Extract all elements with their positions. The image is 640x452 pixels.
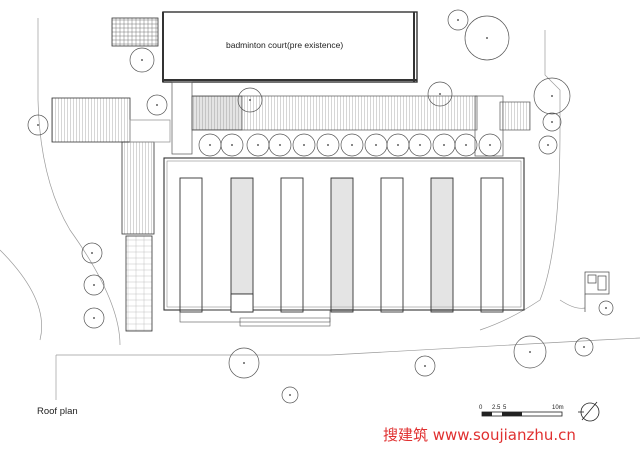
row-tree-10 [408,133,432,157]
east-utility-structure [584,271,610,312]
site-tree-18 [574,337,594,357]
roof-strip-7 [480,177,504,313]
row-tree-12 [454,133,478,157]
west-wing [51,97,171,332]
site-tree-11-center [91,252,93,254]
roof-strip-3 [280,177,304,313]
site-tree-17-center [529,351,531,353]
site-tree-1 [447,9,469,31]
row-tree-8-center [375,144,377,146]
site-tree-14 [228,347,260,379]
row-tree-9-center [397,144,399,146]
row-tree-7 [340,133,364,157]
site-tree-6 [237,87,263,113]
site-tree-15 [281,386,299,404]
corridor-roofs [171,81,531,157]
site-tree-3-center [141,59,143,61]
row-tree-4 [268,133,292,157]
row-tree-3-center [257,144,259,146]
site-tree-18-center [583,346,585,348]
site-tree-2 [464,15,510,61]
row-tree-2 [220,133,244,157]
site-tree-3 [129,47,155,73]
row-tree-6 [316,133,340,157]
row-tree-2-center [231,144,233,146]
badminton-court [111,11,418,83]
roof-strip-1 [179,177,203,313]
site-tree-15-center [289,394,291,396]
roof-strips [179,177,504,313]
site-boundary [0,18,640,400]
site-tree-10 [27,114,49,136]
site-tree-11 [81,242,103,264]
site-tree-5 [533,77,571,115]
site-tree-9-center [547,144,549,146]
roof-strip-5 [380,177,404,313]
site-tree-17 [513,335,547,369]
site-tree-19 [598,300,614,316]
drawing-title: Roof plan [37,406,78,417]
site-tree-9 [538,135,558,155]
site-tree-16-center [424,365,426,367]
row-tree-13 [478,133,502,157]
site-tree-2-center [486,37,488,39]
site-tree-14-center [243,362,245,364]
site-tree-13 [83,307,105,329]
roof-strip-2 [230,177,254,313]
site-tree-8 [542,112,562,132]
tree-row [198,133,502,157]
row-tree-4-center [279,144,281,146]
site-tree-16 [414,355,436,377]
row-tree-7-center [351,144,353,146]
site-tree-6-center [249,99,251,101]
site-trees [27,9,614,404]
site-tree-13-center [93,317,95,319]
site-tree-4 [427,81,453,107]
scale-tick-5: 5 [503,405,507,411]
roof-strip-4 [330,177,354,313]
site-tree-5-center [551,95,553,97]
watermark: 搜建筑 www.soujianzhu.cn [383,426,576,444]
row-tree-5-center [303,144,305,146]
row-tree-13-center [489,144,491,146]
site-tree-10-center [37,124,39,126]
row-tree-12-center [465,144,467,146]
row-tree-6-center [327,144,329,146]
site-tree-8-center [551,121,553,123]
row-tree-5 [292,133,316,157]
row-tree-10-center [419,144,421,146]
site-tree-1-center [457,19,459,21]
site-tree-19-center [605,307,607,309]
north-arrow-icon [578,401,600,422]
row-tree-11-center [443,144,445,146]
roof-strip-6 [430,177,454,313]
site-tree-7-center [156,104,158,106]
site-tree-7 [146,94,168,116]
scale-tick-10m: 10m [552,405,564,411]
row-tree-1-center [209,144,211,146]
court-label: badminton court(pre existence) [226,40,343,50]
site-tree-4-center [439,93,441,95]
scale-tick-0: 0 [479,405,483,411]
site-tree-12 [83,274,105,296]
scale-bar: 0 2.5 5 10m [479,405,564,417]
site-tree-12-center [93,284,95,286]
scale-tick-2-5: 2.5 [492,405,501,411]
